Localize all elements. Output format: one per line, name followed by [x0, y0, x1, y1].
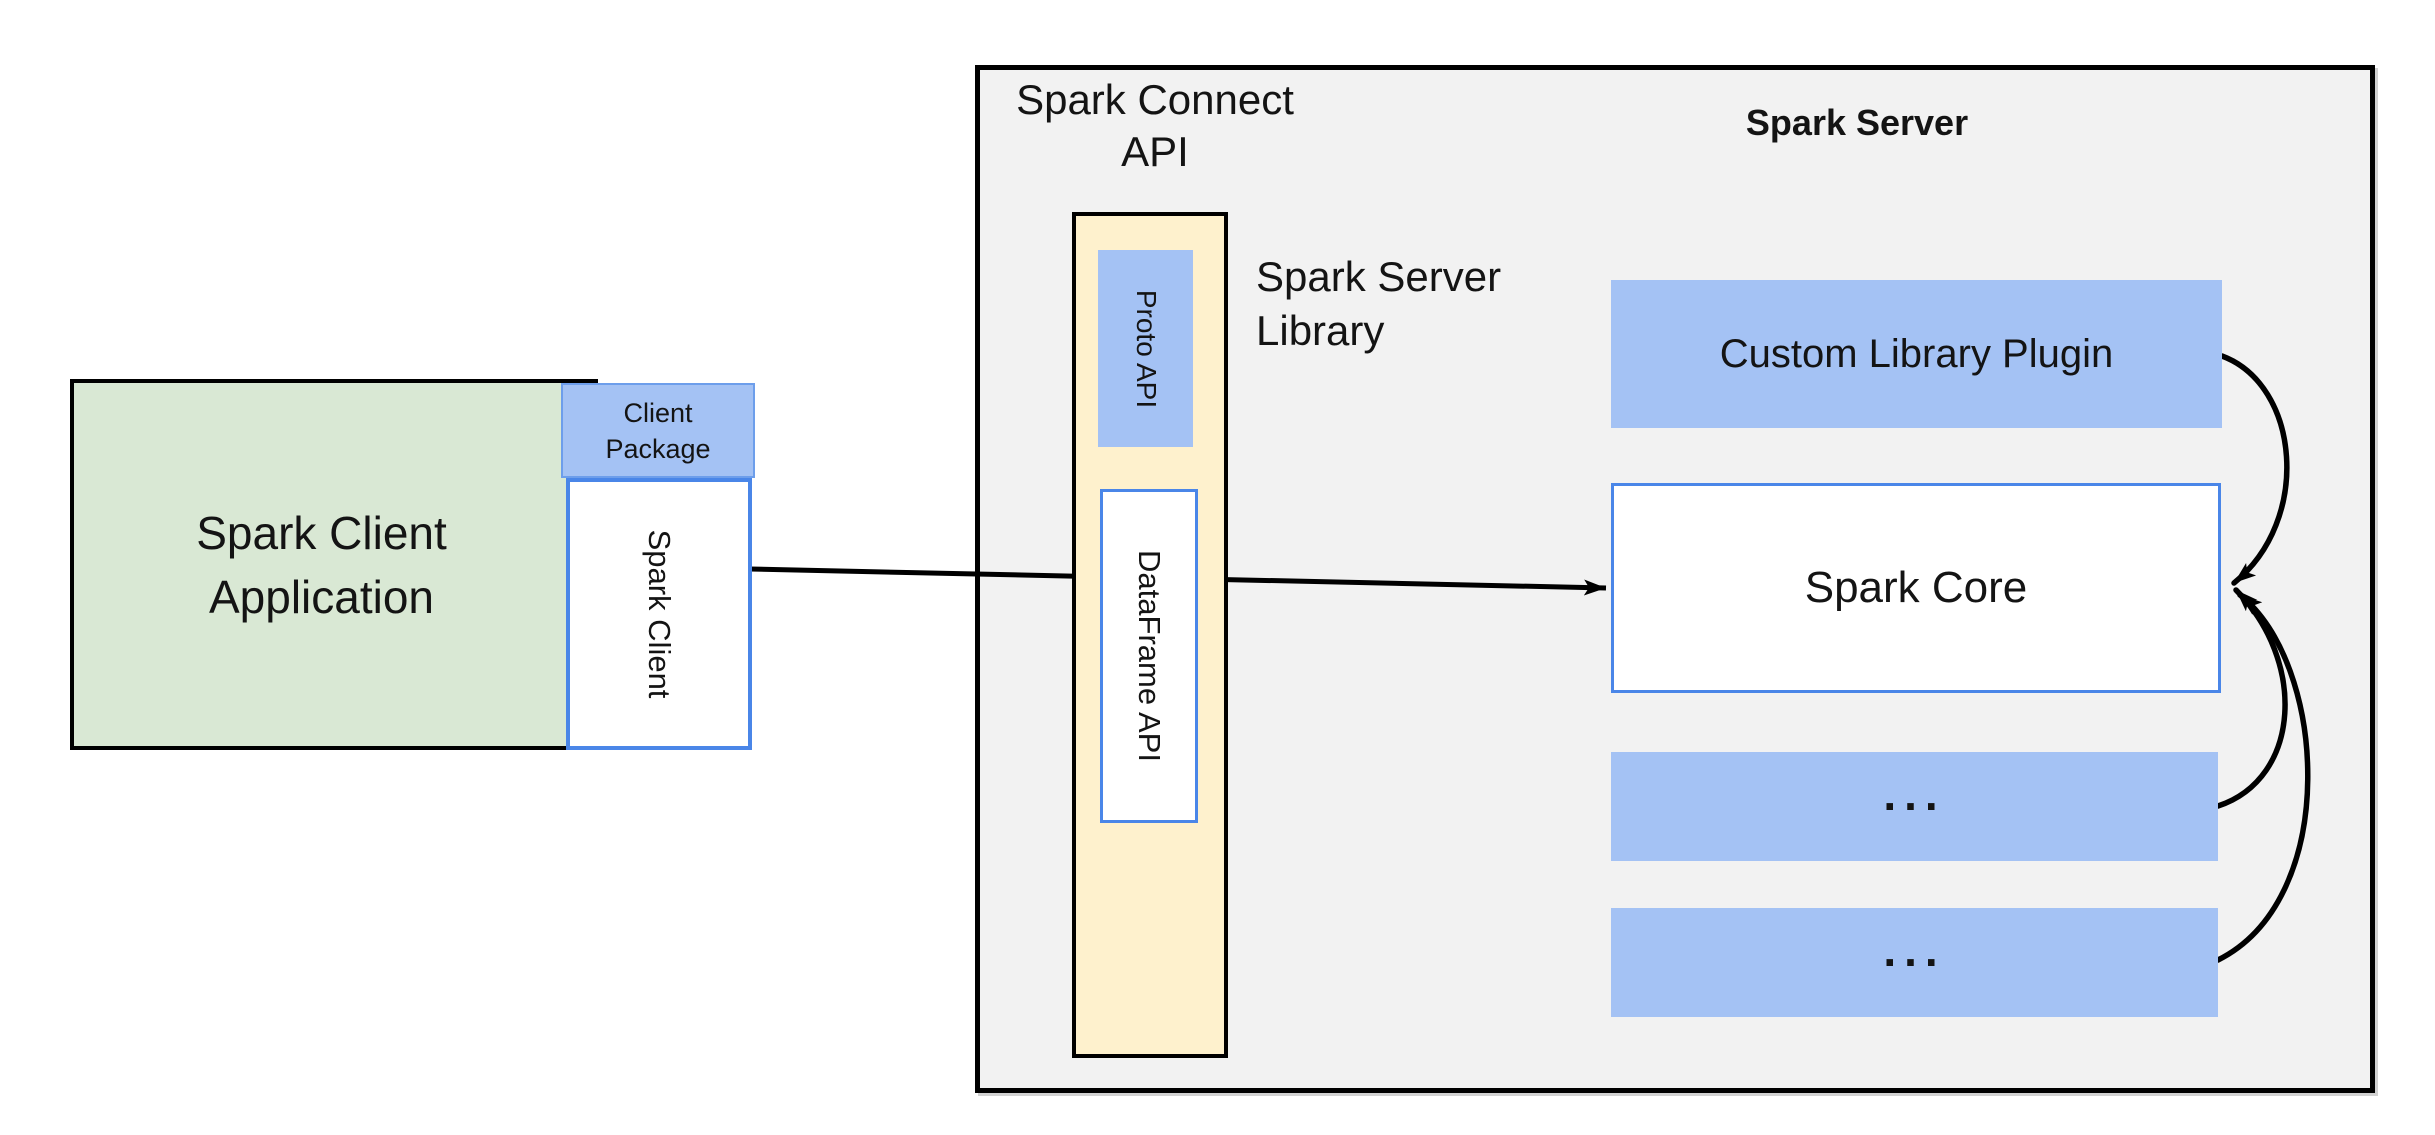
client-package-line1: Client [623, 397, 693, 428]
ellipsis-label-1: ... [1883, 767, 1946, 820]
dataframe-api-label: DataFrame API [1132, 550, 1167, 762]
custom-library-plugin-label: Custom Library Plugin [1719, 331, 2114, 376]
spark-connect-api-title: Spark Connect API [1000, 74, 1310, 178]
spark-server-title: Spark Server [1745, 102, 1969, 143]
proto-api-box: Proto API [1098, 250, 1193, 447]
server-library-line2: Library [1256, 307, 1385, 354]
plugin-placeholder-box-2: ... [1611, 908, 2218, 1017]
spark-server-library-label: Spark Server Library [1256, 250, 1501, 358]
plugin-placeholder-box-1: ... [1611, 752, 2218, 861]
connect-api-title-line2: API [1121, 128, 1189, 175]
dataframe-api-box: DataFrame API [1100, 489, 1198, 823]
client-app-line1: Spark Client [196, 506, 447, 559]
spark-core-label: Spark Core [1804, 563, 2028, 612]
connect-api-title-line1: Spark Connect [1016, 76, 1294, 123]
client-package-line2: Package [605, 433, 711, 464]
client-app-line2: Application [208, 570, 435, 623]
spark-client-label: Spark Client [642, 529, 677, 699]
spark-client-application-box: Spark Client Application [70, 379, 598, 750]
client-package-label: Client Package [605, 395, 710, 467]
ellipsis-label-2: ... [1883, 923, 1946, 976]
spark-client-box: Spark Client [566, 478, 752, 750]
server-library-line1: Spark Server [1256, 253, 1502, 300]
spark-client-application-label: Spark Client Application [74, 383, 569, 746]
proto-api-label: Proto API [1130, 289, 1162, 408]
client-package-box: Client Package [561, 383, 755, 478]
custom-library-plugin-box: Custom Library Plugin [1611, 280, 2222, 428]
spark-core-box: Spark Core [1611, 483, 2221, 693]
